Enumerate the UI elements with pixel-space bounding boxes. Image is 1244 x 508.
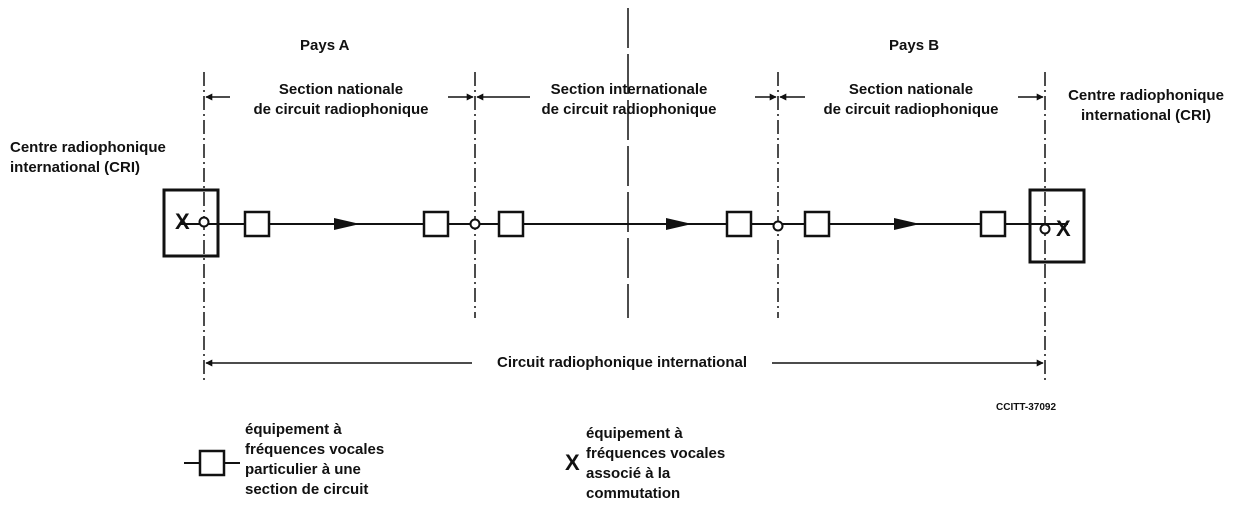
legend-switch-text: équipement à fréquences vocales associé …: [586, 424, 725, 504]
legend-box-icon: [198, 449, 226, 477]
equipment-box: [497, 210, 525, 238]
legend-switch-line2: fréquences vocales: [586, 445, 726, 462]
junction-point: [1039, 223, 1051, 235]
section-national-left-label: Section nationale de circuit radiophoniq…: [226, 80, 456, 120]
legend-box-line4: section de circuit: [245, 481, 369, 498]
legend-switch-line3: associé à la: [586, 465, 671, 482]
legend-box-line3: particulier à une: [245, 461, 361, 478]
reference-code: CCITT-37092: [996, 402, 1057, 413]
legend-box-text: équipement à fréquences vocales particul…: [245, 420, 384, 500]
switch-symbol-right: X: [1056, 216, 1071, 241]
legend-switch-line1: équipement à: [586, 425, 683, 442]
direction-arrow-2: [666, 218, 692, 230]
equipment-box: [725, 210, 753, 238]
equipment-box: [979, 210, 1007, 238]
junction-point: [772, 220, 784, 232]
section-national-left-line2: de circuit radiophonique: [253, 101, 429, 118]
switch-symbol-left: X: [175, 209, 190, 234]
cri-left-line1: Centre radiophonique: [10, 139, 166, 156]
section-national-right-line1: Section nationale: [848, 81, 974, 98]
equipment-box: [422, 210, 450, 238]
circuit-label: Circuit radiophonique international: [472, 353, 772, 373]
legend-switch-symbol: X: [565, 450, 580, 475]
section-international-line1: Section internationale: [550, 81, 708, 98]
equipment-box: [243, 210, 271, 238]
section-national-right-label: Section nationale de circuit radiophoniq…: [796, 80, 1026, 120]
direction-arrow-1: [334, 218, 360, 230]
equipment-box: [803, 210, 831, 238]
country-b-label: Pays B: [889, 37, 940, 54]
legend-box-line1: équipement à: [245, 421, 342, 438]
section-national-left-line1: Section nationale: [278, 81, 404, 98]
cri-box-right: [1028, 188, 1086, 264]
cri-left-label: Centre radiophonique international (CRI): [10, 138, 166, 178]
legend-switch-line4: commutation: [586, 485, 681, 502]
junction-point: [198, 216, 210, 228]
section-international-label: Section internationale de circuit radiop…: [514, 80, 744, 120]
section-international-line2: de circuit radiophonique: [541, 101, 717, 118]
cri-right-line2: international (CRI): [1081, 107, 1211, 124]
direction-arrow-3: [894, 218, 920, 230]
section-national-right-line2: de circuit radiophonique: [823, 101, 999, 118]
cri-right-line1: Centre radiophonique: [1068, 87, 1224, 104]
cri-left-line2: international (CRI): [10, 159, 140, 176]
legend-box-line2: fréquences vocales: [245, 441, 385, 458]
cri-box-left: [162, 188, 220, 258]
country-a-label: Pays A: [300, 37, 350, 54]
cri-right-label: Centre radiophonique international (CRI): [1052, 86, 1240, 126]
junction-point: [469, 218, 481, 230]
